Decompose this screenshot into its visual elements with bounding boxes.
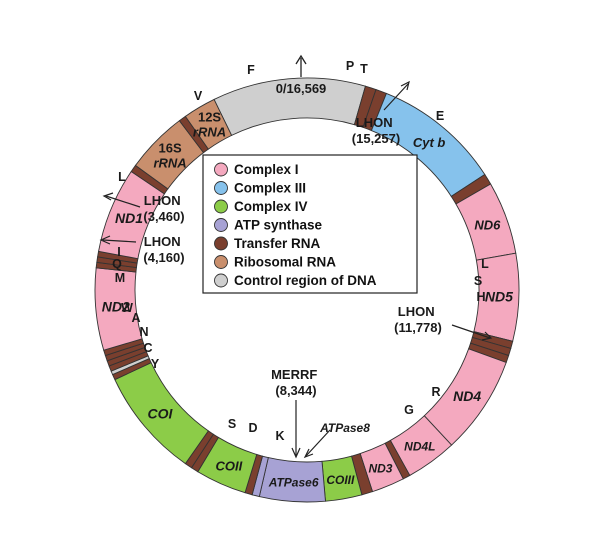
legend-label-atp-synthase: ATP synthase — [234, 218, 323, 233]
gene-label-nd4l: ND4L — [404, 439, 435, 453]
trna-letter-h-16: H — [476, 290, 485, 304]
trna-letter-v-1: V — [194, 89, 203, 103]
gene-label-coiii: COIII — [326, 473, 355, 487]
trna-letter-w-6: W — [121, 301, 133, 315]
legend-swatch-complex-iii — [214, 181, 228, 195]
trna-letter-l-18: L — [481, 257, 489, 271]
legend-swatch-complex-i — [214, 162, 228, 177]
lhon-15257-label: LHON (15,257) — [352, 115, 400, 146]
trna-letter-k-13: K — [275, 429, 284, 443]
lhon-11778-label: LHON (11,778) — [394, 304, 442, 335]
legend-swatch-control — [214, 273, 228, 288]
legend-swatch-atp-synthase — [214, 218, 228, 232]
gene-label-nd3: ND3 — [368, 461, 392, 475]
legend-label-control: Control region of DNA — [234, 273, 377, 288]
origin-label: 0/16,569 — [276, 81, 327, 96]
trna-letter-y-10: Y — [151, 357, 160, 371]
legend-swatch-complex-iv — [214, 199, 228, 214]
trna-letter-s-11: S — [228, 417, 236, 431]
gene-label-nd6: ND6 — [474, 217, 501, 232]
trna-letter-t-20: T — [360, 62, 368, 76]
trna-letter-r-15: R — [431, 385, 440, 399]
legend-label-rrna: Ribosomal RNA — [234, 255, 336, 270]
gene-label-nd5: ND5 — [485, 289, 513, 305]
gene-label-nd1: ND1 — [115, 210, 143, 226]
legend-swatch-rrna — [214, 255, 228, 269]
legend-label-complex-i: Complex I — [234, 162, 299, 177]
trna-letter-d-12: D — [248, 421, 257, 435]
trna-letter-q-4: Q — [112, 257, 122, 271]
legend-label-trna: Transfer RNA — [234, 236, 321, 251]
trna-letter-c-9: C — [143, 341, 152, 355]
genome-ring — [94, 77, 520, 503]
gene-label-nd2: ND2 — [102, 299, 130, 315]
legend-label-complex-iii: Complex III — [234, 181, 306, 196]
trna-letter-g-14: G — [404, 403, 414, 417]
merrf-8344-label: MERRF (8,344) — [271, 367, 321, 398]
trna-letter-e-19: E — [436, 109, 444, 123]
legend: Complex I Complex III Complex IV ATP syntha… — [202, 154, 418, 294]
annotation-arrows — [99, 80, 493, 459]
gene-label-atpase8: ATPase8 — [319, 421, 370, 435]
trna-letter-p-21: P — [346, 59, 354, 73]
trna-letter-f-0: F — [247, 63, 255, 77]
segment-12s-rrna — [184, 98, 233, 150]
legend-box — [202, 154, 418, 294]
gene-label-coii: COII — [216, 458, 243, 473]
gene-label-coi: COI — [147, 405, 173, 421]
lhon-3460-label: LHON (3,460) — [143, 193, 184, 224]
gene-label-nd4: ND4 — [453, 388, 481, 404]
legend-swatch-trna — [214, 236, 228, 251]
trna-letter-a-7: A — [131, 311, 140, 325]
trna-letter-s-17: S — [474, 274, 482, 288]
trna-letter-m-5: M — [115, 271, 125, 285]
gene-label-atpase6: ATPase6 — [268, 476, 319, 490]
trna-letter-n-8: N — [139, 325, 148, 339]
trna-letter-l-2: L — [118, 170, 126, 184]
legend-label-complex-iv: Complex IV — [234, 199, 308, 214]
trna-letter-i-3: I — [117, 245, 120, 259]
annotation-texts: LHON (15,257) LHON (3,460) LHON (4,160) … — [143, 115, 441, 398]
origin-marker: 0/16,569 — [276, 54, 327, 96]
lhon-4160-label: LHON (4,160) — [143, 234, 184, 265]
gene-label-cyt-b: Cyt b — [413, 135, 446, 150]
